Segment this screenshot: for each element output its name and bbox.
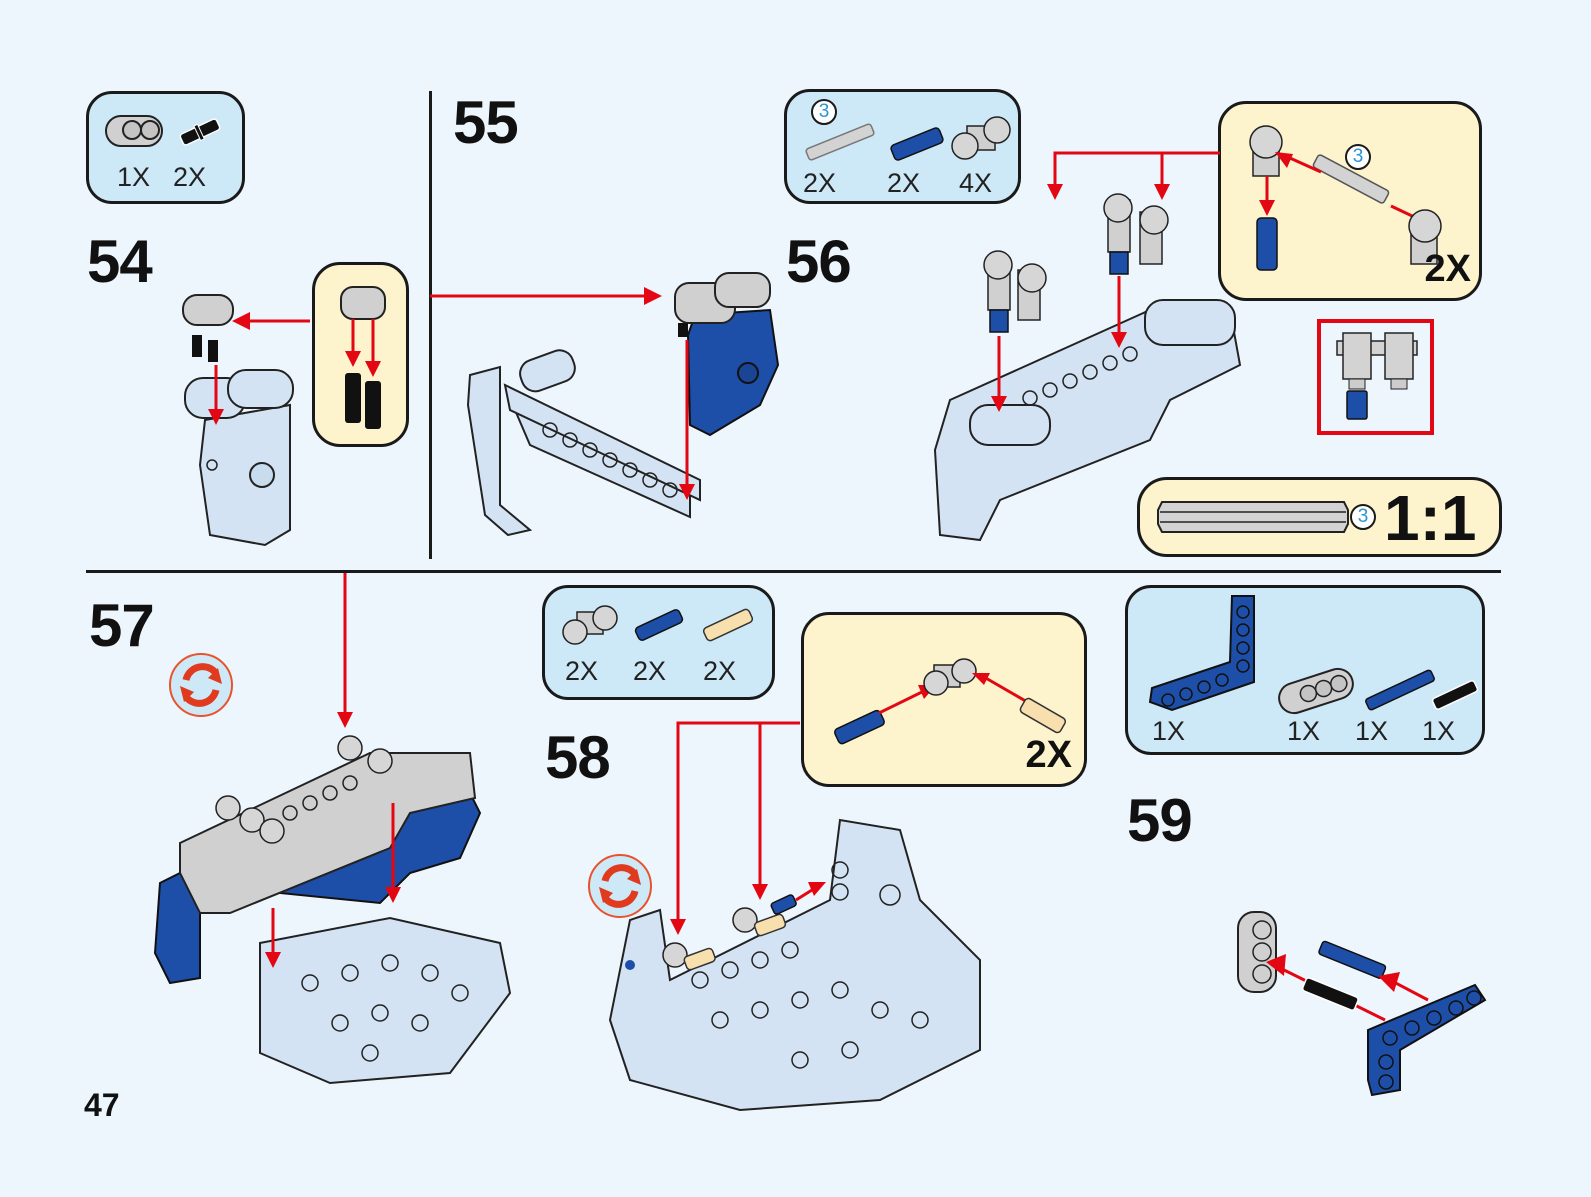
axle-pin-blue-icon — [634, 609, 684, 641]
step-58-subassembly-box: 2X — [801, 612, 1087, 787]
cross-block-light-gray-icon — [951, 116, 1011, 160]
step-number: 54 — [87, 228, 153, 295]
l-beam-blue-icon — [1148, 595, 1255, 712]
subassembly-figure — [833, 658, 1067, 745]
part-qty: 2X — [565, 656, 599, 686]
part-qty: 1X — [1355, 716, 1389, 746]
axle-scale-reference-box: 3 1:1 — [1137, 477, 1502, 557]
axle-pin-tan-icon — [702, 608, 754, 642]
axle-pin-blue-icon — [890, 127, 944, 161]
subassembly-multiplier: 2X — [1424, 248, 1471, 290]
step-59-parts-box: 1X 1X 1X 1X — [1125, 585, 1485, 755]
part-qty: 4X — [959, 168, 993, 198]
step-number: 55 — [453, 89, 519, 156]
step-56-callout-box — [1317, 319, 1434, 435]
step-58-assembly-figure — [608, 721, 981, 1112]
connector-arrow — [1195, 151, 1220, 155]
step-54-assembly-figure — [182, 294, 310, 547]
scale-ratio: 1:1 — [1384, 482, 1477, 554]
part-qty: 1X — [1152, 716, 1186, 746]
subassembly-figure — [340, 286, 386, 429]
part-qty: 1X — [1422, 716, 1456, 746]
page-number: 47 — [84, 1087, 120, 1123]
step-number: 59 — [1127, 787, 1193, 854]
step-54-parts-box: 1X 2X — [86, 91, 245, 204]
step-56-assembly-figure — [933, 151, 1242, 542]
step-number: 57 — [89, 592, 155, 659]
step-number: 56 — [786, 228, 852, 295]
cross-block-light-gray-icon — [562, 605, 618, 645]
step-56-subassembly-box: 3 2X — [1218, 101, 1482, 301]
step-56-parts-box: 3 2X 2X 4X — [784, 89, 1021, 204]
axle-length-badge: 3 — [811, 99, 837, 125]
part-qty: 2X — [633, 656, 667, 686]
part-qty: 1X — [117, 162, 151, 192]
axle-length-badge: 3 — [1350, 504, 1376, 530]
friction-pin-black-icon — [179, 118, 221, 146]
axle-3-scale-icon — [1157, 501, 1349, 533]
rotate-model-icon — [588, 854, 652, 918]
step-54-subassembly-box — [312, 262, 409, 447]
part-qty: 2X — [173, 162, 207, 192]
step-57-assembly-figure — [153, 573, 512, 1085]
step-55-assembly-figure — [430, 272, 780, 537]
step-divider-vertical — [429, 91, 432, 559]
rotate-model-icon — [169, 653, 233, 717]
long-pin-blue-icon — [1365, 669, 1435, 711]
subassembly-multiplier: 2X — [1025, 734, 1072, 776]
step-divider-horizontal — [86, 570, 1501, 573]
beam-3-light-gray-icon — [1278, 667, 1354, 715]
step-number: 58 — [545, 724, 611, 791]
subassembly-figure — [1249, 125, 1442, 271]
step-58-parts-box: 2X 2X 2X — [542, 585, 775, 700]
part-qty: 1X — [1287, 716, 1321, 746]
callout-figure — [1336, 332, 1418, 420]
part-qty: 2X — [887, 168, 921, 198]
axle-length-badge: 3 — [1345, 144, 1371, 170]
step-59-assembly-figure — [1237, 911, 1487, 1097]
axle-3-light-gray-icon — [805, 123, 875, 161]
beam-2-light-gray-icon — [105, 115, 163, 147]
part-qty: 2X — [703, 656, 737, 686]
part-qty: 2X — [803, 168, 837, 198]
friction-pin-black-icon — [1431, 680, 1479, 710]
